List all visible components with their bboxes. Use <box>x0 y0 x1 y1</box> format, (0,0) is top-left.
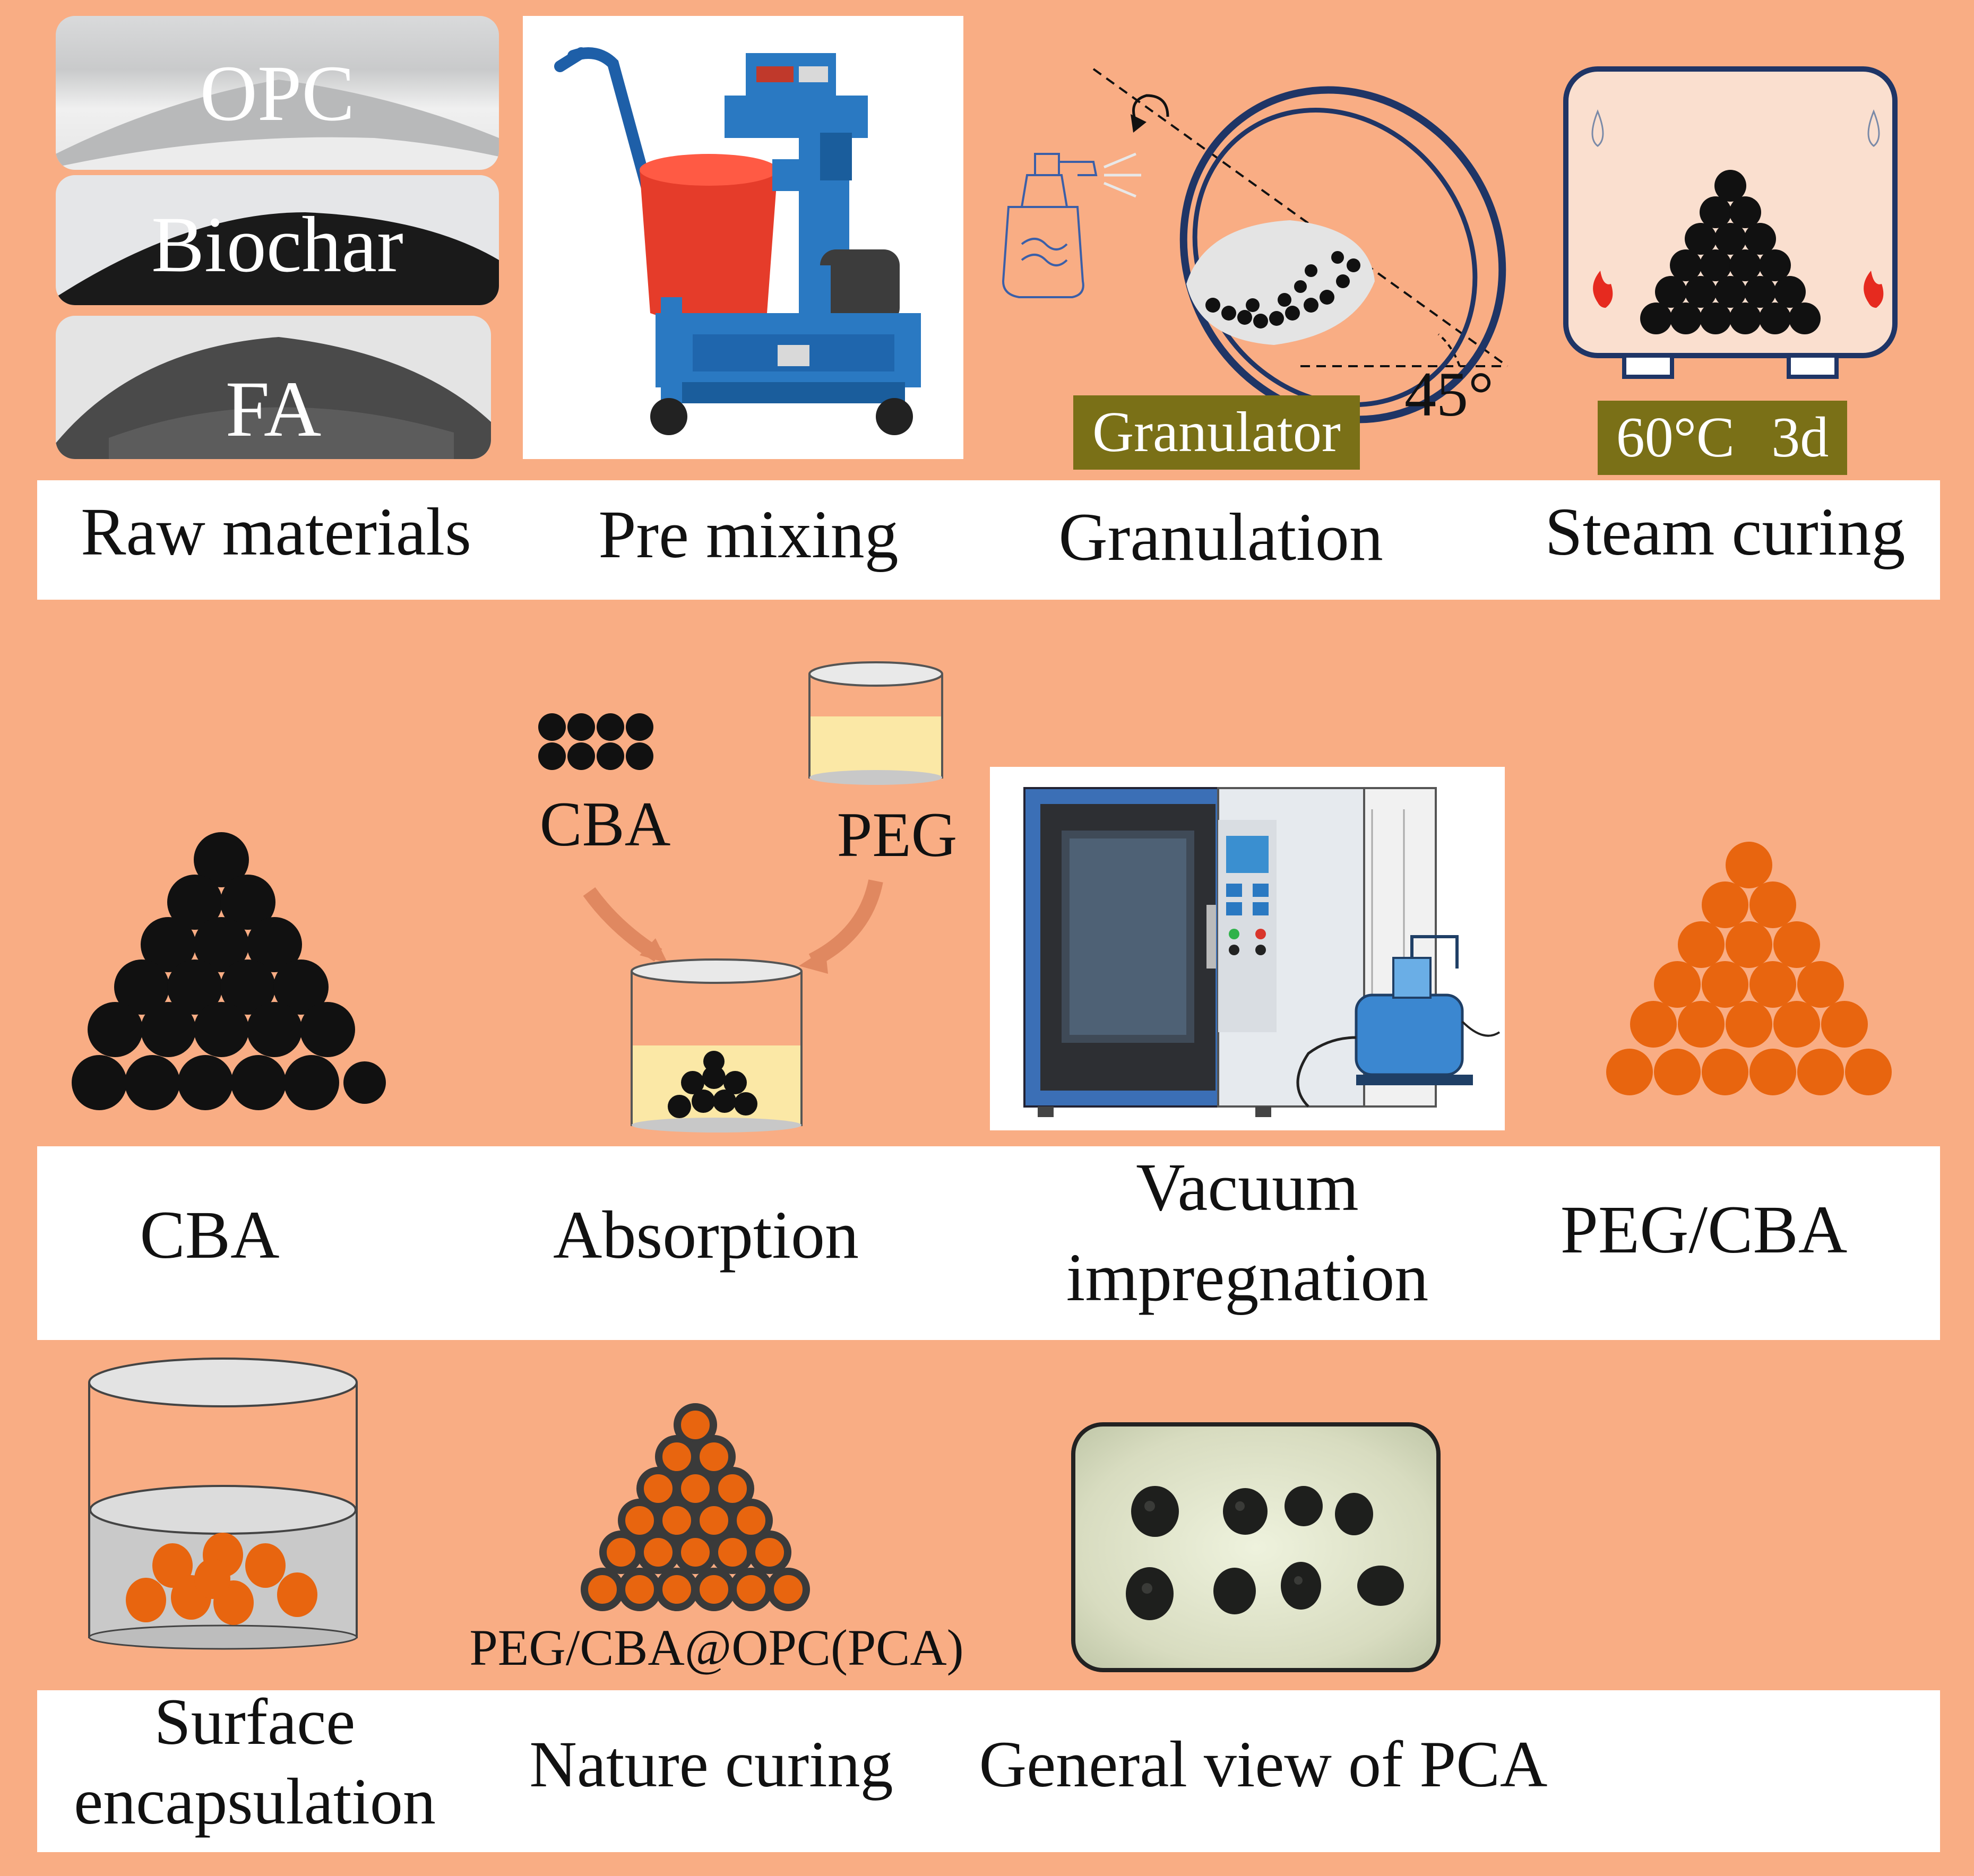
peg-cba-granule-pyramid <box>1606 842 1892 1095</box>
fly-ash-image: FA <box>56 316 491 459</box>
caption-surface-line1: Surface <box>154 1685 356 1758</box>
caption-raw-materials: Raw materials <box>81 494 471 569</box>
caption-peg-cba: PEG/CBA <box>1560 1192 1848 1267</box>
mixer-machine-illustration <box>554 47 921 435</box>
pca-granule-pyramid <box>581 1403 810 1611</box>
angle-label: 45° <box>1404 359 1494 429</box>
caption-steam-curing: Steam curing <box>1545 494 1906 569</box>
curing-temperature: 60°C <box>1616 406 1735 469</box>
caption-vacuum-line1: Vacuum <box>1136 1149 1359 1225</box>
caption-vacuum-line2: impregnation <box>1066 1240 1429 1315</box>
caption-absorption: Absorption <box>553 1197 859 1273</box>
caption-pre-mixing: Pre mixing <box>598 497 899 572</box>
caption-granulation: Granulation <box>1058 499 1383 575</box>
opc-label: OPC <box>200 49 355 137</box>
pca-product-label: PEG/CBA@OPC(PCA) <box>469 1619 964 1676</box>
granulator-drawing <box>1002 68 1508 423</box>
row2-caption-bar <box>37 1146 1940 1340</box>
encapsulation-beaker <box>88 1358 358 1650</box>
caption-cba: CBA <box>140 1197 280 1273</box>
peg-label: PEG <box>837 799 958 870</box>
biochar-label: Biochar <box>151 201 403 289</box>
cba-granule-pyramid <box>72 832 386 1110</box>
caption-general-view: General view of PCA <box>979 1728 1548 1801</box>
granulator-label: Granulator <box>1092 401 1341 464</box>
pca-photo <box>1071 1422 1441 1672</box>
fa-label: FA <box>225 365 322 453</box>
row3-caption-bar <box>37 1690 1940 1852</box>
opc-powder-image: OPC <box>56 16 499 170</box>
caption-nature-curing: Nature curing <box>529 1728 893 1801</box>
steam-curing-chamber <box>1563 66 1898 379</box>
caption-surface-line2: encapsulation <box>74 1765 436 1838</box>
biochar-image: Biochar <box>56 175 499 305</box>
curing-duration: 3d <box>1771 406 1829 469</box>
cba-small-label: CBA <box>539 789 671 859</box>
vacuum-oven-illustration <box>990 767 1505 1130</box>
curing-condition-tag: 60°C 3d <box>1598 401 1847 475</box>
granulator-tag: Granulator <box>1073 395 1360 470</box>
absorption-diagram <box>538 661 943 1132</box>
row1-caption-bar <box>37 480 1940 600</box>
